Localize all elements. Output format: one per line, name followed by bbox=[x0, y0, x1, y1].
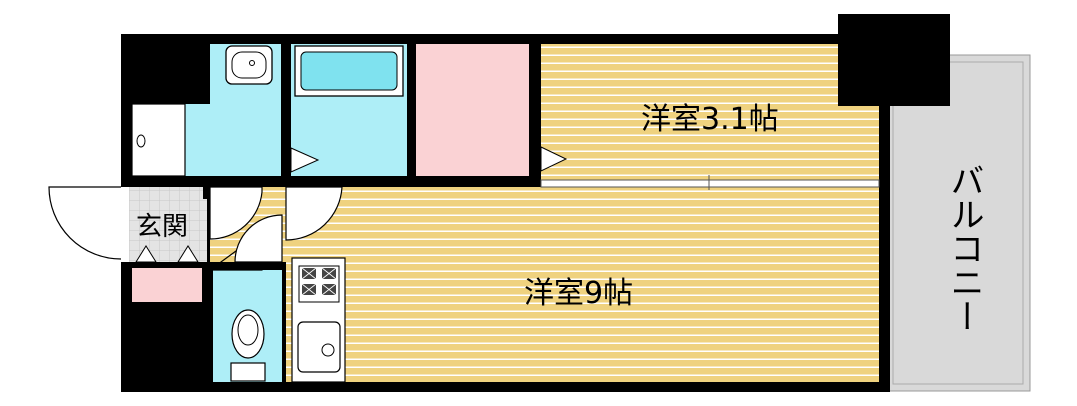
interior-walls bbox=[121, 44, 541, 392]
balcony bbox=[885, 54, 1031, 392]
closet bbox=[416, 44, 529, 176]
door-swings bbox=[208, 186, 343, 271]
shoe-closet bbox=[132, 268, 202, 302]
room-label-western-small: 洋室3.1帖 bbox=[641, 102, 779, 137]
stove-icon bbox=[298, 265, 340, 303]
sliding-door bbox=[540, 175, 880, 190]
western-room-small bbox=[541, 44, 879, 184]
door-markers bbox=[135, 146, 568, 263]
toilet-door-swing bbox=[234, 214, 283, 263]
room-label-balcony: バルコニー bbox=[944, 163, 984, 333]
toilet-icon bbox=[230, 309, 266, 382]
washing-machine-icon bbox=[131, 103, 186, 177]
washbasin-icon bbox=[225, 45, 273, 85]
sink-icon bbox=[297, 321, 341, 373]
room-fills bbox=[121, 44, 879, 382]
entrance bbox=[121, 187, 207, 262]
pillar bbox=[838, 14, 950, 106]
western-room-large bbox=[286, 187, 879, 382]
room-label-western-large: 洋室9帖 bbox=[524, 276, 634, 311]
bathtub-icon bbox=[294, 45, 404, 97]
entrance-door bbox=[48, 186, 129, 262]
room-label-entrance: 玄関 bbox=[136, 212, 189, 242]
